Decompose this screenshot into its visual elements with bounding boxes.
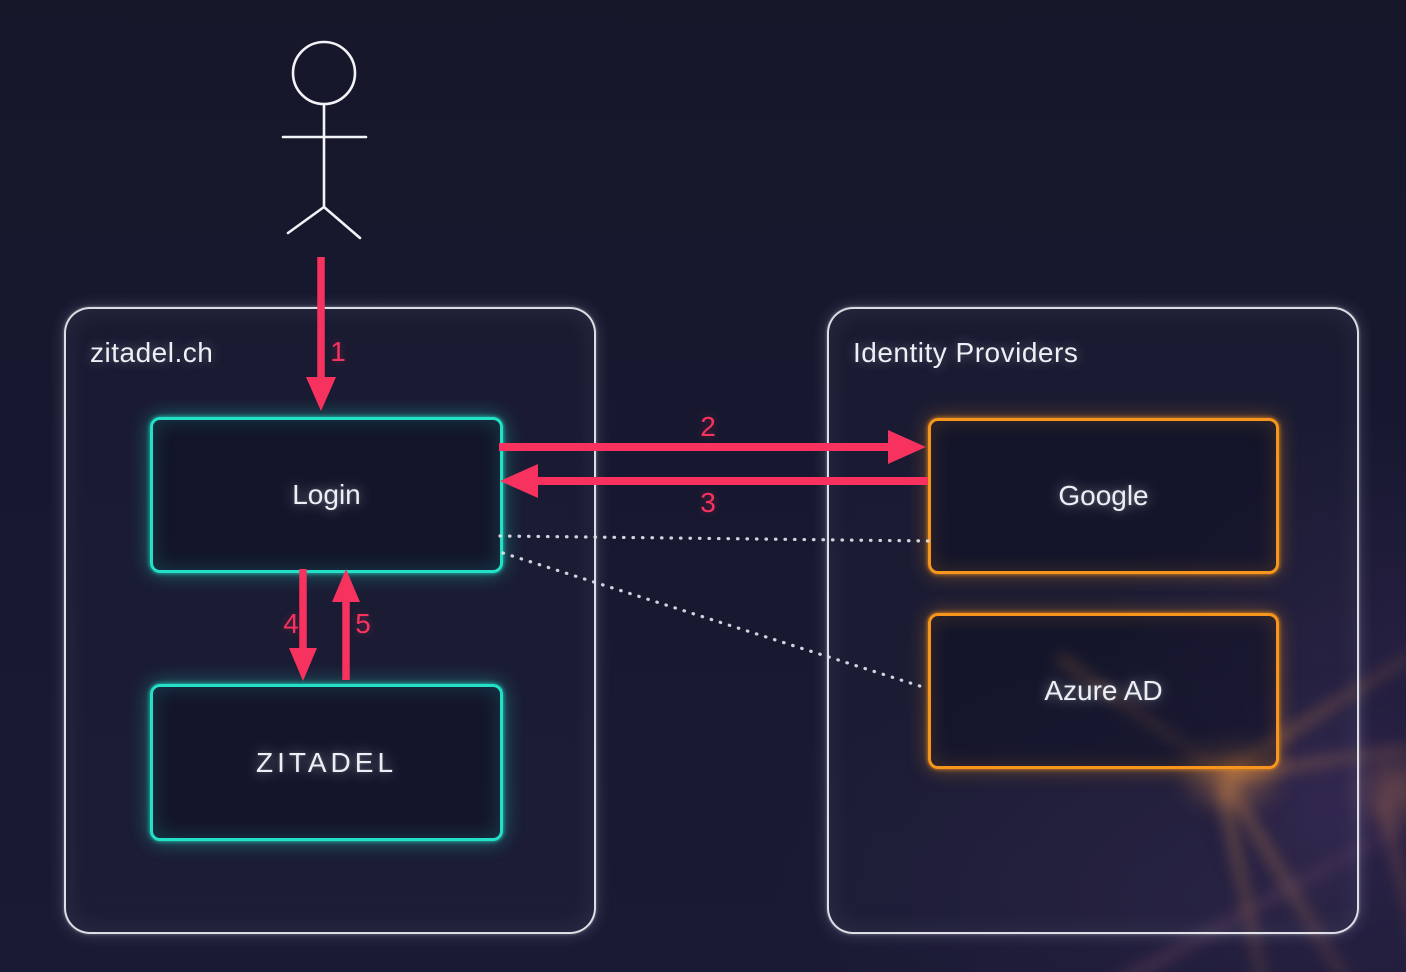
plexus-line-decoration xyxy=(1377,799,1406,972)
step-label-5: 5 xyxy=(355,608,371,639)
step-label-4: 4 xyxy=(283,608,299,639)
node-zitadel: ZITADEL xyxy=(150,684,503,841)
node-google-label: Google xyxy=(1058,480,1149,511)
node-azure-ad-label: Azure AD xyxy=(1044,675,1163,706)
user-actor-icon xyxy=(281,40,368,240)
group-identity-providers-title: Identity Providers xyxy=(853,337,1079,368)
node-login-label: Login xyxy=(292,479,361,510)
node-login: Login xyxy=(150,417,503,573)
step-label-3: 3 xyxy=(700,487,716,518)
node-zitadel-label: ZITADEL xyxy=(255,746,398,778)
group-zitadel-ch-title: zitadel.ch xyxy=(90,337,214,368)
step-label-2: 2 xyxy=(700,411,716,442)
step-label-1: 1 xyxy=(330,336,346,367)
node-google: Google xyxy=(928,418,1279,574)
node-azure-ad: Azure AD xyxy=(928,613,1279,769)
